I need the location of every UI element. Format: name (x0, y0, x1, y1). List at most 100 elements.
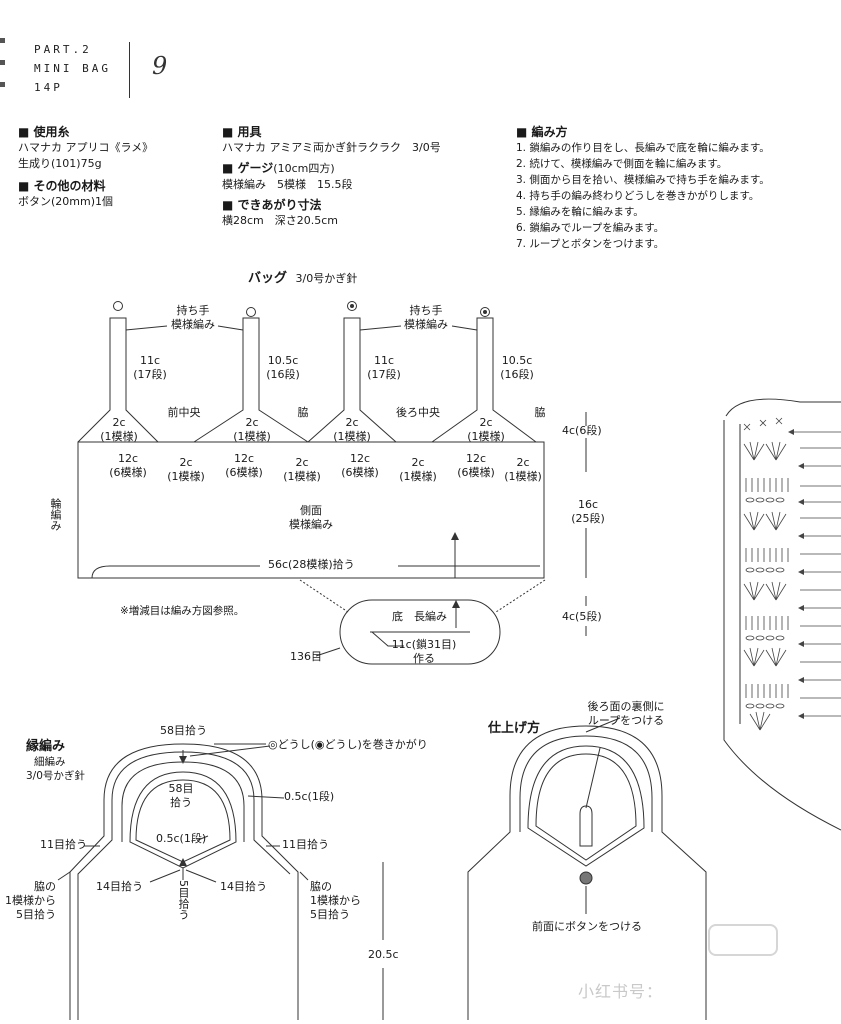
strap-length-4: 10.5c (16段) (500, 354, 534, 382)
header-marks (0, 38, 6, 98)
strap-marker-open (113, 301, 123, 311)
handle-label-2: 持ち手 模様編み (404, 304, 448, 332)
bottom-row-pattern: (1模様) (283, 470, 321, 483)
bottom-row-value: 2c (411, 456, 425, 469)
yarn-title: 使用糸 (18, 124, 153, 140)
button-loop (579, 805, 593, 847)
outer-band-label: 0.5c(1段) (284, 790, 335, 803)
left-14-label: 14目拾う (96, 880, 143, 893)
bottom-row-value: 2c (179, 456, 193, 469)
bottom-row-pattern: (6模様) (109, 466, 147, 479)
strap-base-pattern: (1模様) (467, 430, 505, 443)
bottom-row-5: 12c(6模様) (341, 452, 379, 480)
dim-mid-value: 16c (577, 498, 599, 511)
base-title: 底 長編み (392, 610, 447, 623)
watermark-logo (708, 924, 778, 956)
side-right-line: 1模様から (310, 894, 361, 907)
method-step: 6. 鎖編みでループを編みます。 (516, 222, 665, 234)
strap-base-4: 2c(1模様) (467, 416, 505, 444)
handle-label-stitch: 模様編み (171, 318, 215, 331)
loop-label: 後ろ面の裏側に ループをつける (588, 700, 665, 728)
bottom-row-pattern: (6模様) (225, 466, 263, 479)
method-step: 7. ループとボタンをつけます。 (516, 238, 665, 250)
yarn-line-1: ハマナカ アプリコ《ラメ》 (18, 141, 154, 154)
header-page-ref: 14P (34, 81, 63, 94)
gauge-note: (10cm四方) (273, 162, 335, 175)
bottom-row-1: 12c(6模様) (109, 452, 147, 480)
right-11-label: 11目拾う (282, 838, 329, 851)
strap-base-pattern: (1模様) (233, 430, 271, 443)
yarn-line-2: 生成り(101)75g (18, 157, 102, 170)
bottom-row-2: 2c(1模様) (167, 456, 205, 484)
strap-marker-open (246, 307, 256, 317)
strap-length-value: 11c (139, 354, 161, 367)
bottom-row-8: 2c(1模様) (504, 456, 542, 484)
handle-label-stitch: 模様編み (404, 318, 448, 331)
strap-base-1: 2c(1模様) (100, 416, 138, 444)
button (579, 871, 593, 885)
strap-2-outline (193, 317, 309, 443)
base-chain-count: 11c(鎖31目) (391, 638, 457, 651)
strap-4-outline (431, 317, 537, 443)
bag-title: バッグ 3/0号かぎ針 (248, 272, 357, 286)
bag-body-outline (77, 441, 545, 579)
strap-length-rows: (16段) (266, 368, 300, 381)
bottom-row-value: 12c (349, 452, 371, 465)
bottom-row-pattern: (1模様) (399, 470, 437, 483)
base-total: 136目 (290, 650, 322, 663)
dim-mid-rows: (25段) (571, 512, 605, 525)
bottom-row-pattern: (1模様) (504, 470, 542, 483)
button-label: 前面にボタンをつける (532, 920, 642, 933)
body-label-stitch: 模様編み (289, 518, 333, 531)
method-step: 1. 鎖編みの作り目をし、長編みで底を輪に編みます。 (516, 142, 770, 154)
strap-base-3: 2c(1模様) (333, 416, 371, 444)
bottom-row-3: 12c(6模様) (225, 452, 263, 480)
strap-marker-filled (347, 301, 357, 311)
strap-base-2: 2c(1模様) (233, 416, 271, 444)
bag-title-text: バッグ (248, 271, 288, 286)
handle-label-1: 持ち手 模様編み (171, 304, 215, 332)
strap-length-rows: (17段) (133, 368, 167, 381)
method-step: 3. 側面から目を拾い、模様編みで持ち手を編みます。 (516, 174, 770, 186)
bottom-row-pattern: (6模様) (341, 466, 379, 479)
strap-base-pattern: (1模様) (100, 430, 138, 443)
strap-1-outline (77, 317, 159, 443)
size-title: できあがり寸法 (222, 197, 441, 213)
handle-label-name: 持ち手 (176, 304, 210, 317)
watermark-text: 小红书号： (578, 982, 664, 1001)
method-title: 編み方 (516, 124, 770, 140)
handle-label-name: 持ち手 (409, 304, 443, 317)
method-steps: 1. 鎖編みの作り目をし、長編みで底を輪に編みます。 2. 続けて、模様編みで側… (516, 140, 770, 252)
tools-section: 用具 ハマナカ アミアミ両かぎ針ラクラク 3/0号 ゲージ(10cm四方) 模様… (222, 124, 441, 229)
strap-length-rows: (17段) (367, 368, 401, 381)
other-materials-title: その他の材料 (18, 178, 153, 194)
gauge-title: ゲージ(10cm四方) (222, 160, 441, 177)
strap-base-value: 2c (479, 416, 493, 429)
inner-pick-action: 拾う (170, 796, 192, 809)
method-step: 2. 続けて、模様編みで側面を輪に編みます。 (516, 158, 728, 170)
finishing-title: 仕上げ方 (488, 721, 541, 736)
bottom-row-value: 2c (516, 456, 530, 469)
bottom-row-value: 12c (465, 452, 487, 465)
gauge-line: 模様編み 5模様 15.5段 (222, 178, 353, 191)
inner-pick-label: 58目 拾う (169, 782, 194, 810)
other-materials-line: ボタン(20mm)1個 (18, 195, 114, 208)
dim-mid: 16c (25段) (571, 498, 605, 526)
outer-pick-label: 58目拾う (160, 724, 207, 737)
strap-length-3: 11c (17段) (367, 354, 401, 382)
stitch-chart (743, 417, 841, 731)
edging-sub-2: 3/0号かぎ針 (26, 770, 85, 782)
method-step: 4. 持ち手の編み終わりどうしを巻きかがりします。 (516, 190, 760, 202)
side-right-line: 5目拾う (310, 908, 350, 921)
inner-pick-count: 58目 (168, 782, 194, 795)
bag-hook: 3/0号かぎ針 (295, 272, 358, 285)
size-line: 横28cm 深さ20.5cm (222, 214, 339, 227)
side-left-label: 脇の 1模様から 5目拾う (2, 880, 56, 922)
edging-inner-outline (129, 771, 237, 869)
strap-length-value: 10.5c (501, 354, 533, 367)
strap-base-value: 2c (112, 416, 126, 429)
materials-section: 使用糸 ハマナカ アプリコ《ラメ》 生成り(101)75g その他の材料 ボタン… (18, 124, 153, 210)
header-divider (129, 42, 130, 98)
bottom-row-value: 12c (117, 452, 139, 465)
